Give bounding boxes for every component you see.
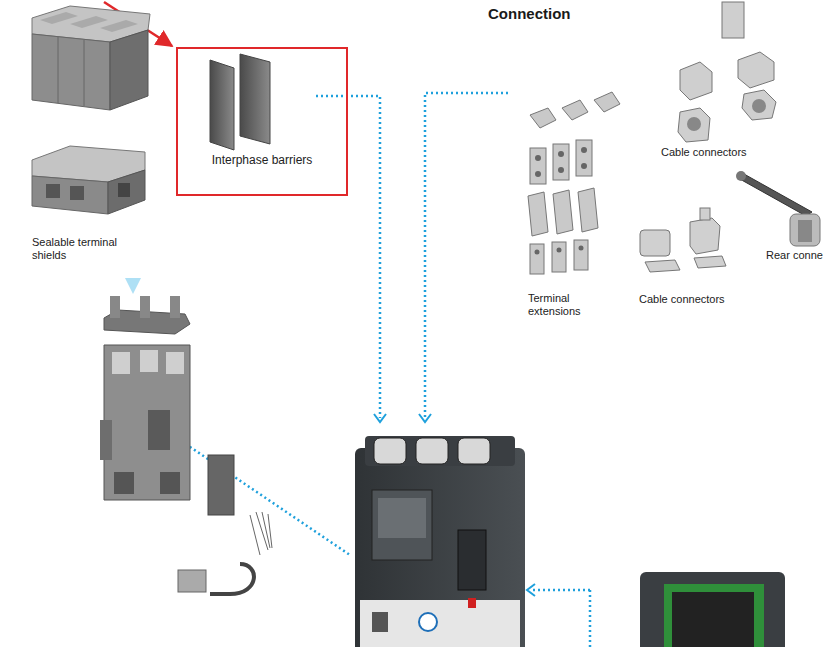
- circuit-breaker: [355, 436, 525, 647]
- part-label: Cable connectors: [661, 146, 747, 159]
- terminal-hole: [535, 147, 588, 255]
- cable-loop: [210, 564, 254, 594]
- terminal-shield: [32, 6, 150, 110]
- terminal-shield: [32, 146, 145, 214]
- part-label: Rear conne: [766, 249, 823, 262]
- auxiliary-block: [208, 455, 234, 515]
- terminal-block: [100, 296, 190, 500]
- rear-connector: [736, 171, 820, 246]
- callout-box: Interphase barriers: [176, 47, 348, 196]
- part-label: Sealable terminal shields: [32, 236, 132, 262]
- part-label: Cable connectors: [639, 293, 725, 306]
- interphase-barrier: [210, 54, 270, 150]
- part-label: Terminal extensions: [528, 292, 598, 318]
- connector-screw: [687, 117, 701, 131]
- title: Connection: [488, 5, 571, 22]
- cable-connector: [640, 208, 726, 272]
- insert-arrow: [125, 278, 141, 294]
- auxiliary-contact: [178, 570, 206, 592]
- cable-connector: [678, 2, 776, 142]
- connector-screw: [752, 99, 766, 113]
- terminal-extension: [528, 92, 620, 274]
- wire-bundle: [250, 512, 272, 555]
- motor-mechanism: [640, 572, 785, 647]
- callout-label: Interphase barriers: [212, 153, 313, 167]
